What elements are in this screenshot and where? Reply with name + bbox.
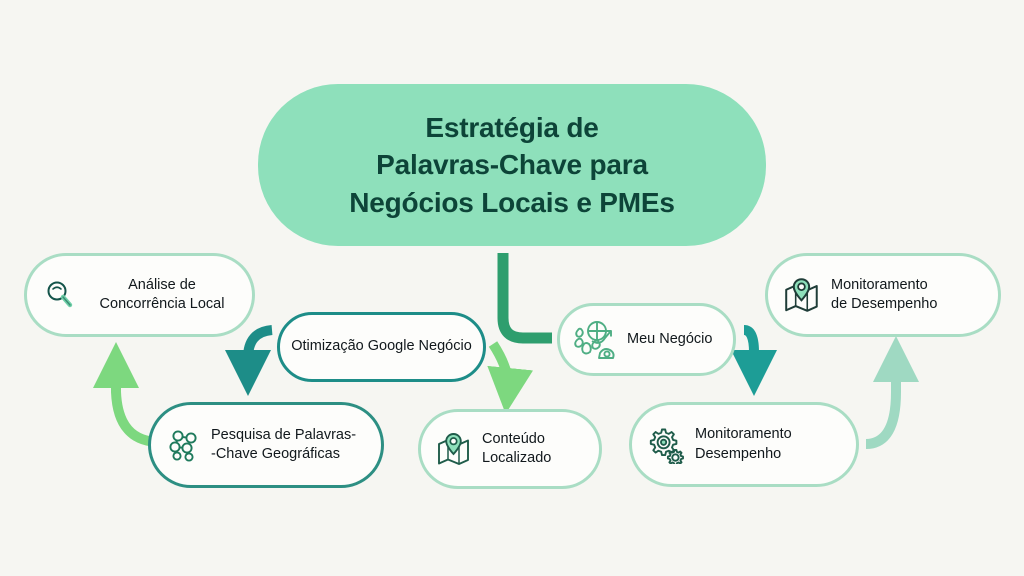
globe-growth-icon xyxy=(572,318,618,362)
connector-monitoramento-to-monitoramento-desempenho xyxy=(865,336,919,449)
map-pin-icon xyxy=(435,430,473,468)
connector-central-to-meu-negocio xyxy=(497,246,552,344)
gears-icon xyxy=(646,426,686,464)
node-label: Otimização Google Negócio xyxy=(291,338,472,355)
node-label: Pesquisa de Palavras- -Chave Geográficas xyxy=(211,426,357,462)
node-label: Monitoramento de Desempenho xyxy=(831,276,938,312)
node-otimizacao-google-negocio[interactable]: Otimização Google Negócio xyxy=(277,312,486,382)
node-pesquisa-palavras-chave-geograficas[interactable]: Pesquisa de Palavras- -Chave Geográficas xyxy=(148,402,384,488)
page-title: Estratégia de Palavras-Chave para Negóci… xyxy=(349,112,675,218)
connector-to-conteudo xyxy=(487,341,534,414)
node-label: Meu Negócio xyxy=(627,330,713,347)
molecule-icon xyxy=(166,427,202,463)
node-label: Conteúdo Localizado xyxy=(482,430,552,466)
node-meu-negocio[interactable]: Meu Negócio xyxy=(557,303,736,376)
magnifier-icon xyxy=(43,278,77,312)
connector-meu-negocio-to-monitoramento xyxy=(731,325,777,396)
node-monitoramento-desempenho[interactable]: Monitoramento Desempenho xyxy=(629,402,859,487)
connector-otimizacao-to-pesquisa xyxy=(225,325,273,396)
node-label: Monitoramento Desempenho xyxy=(695,426,792,462)
map-pin-icon xyxy=(782,275,822,315)
node-monitoramento-de-desempenho[interactable]: Monitoramento de Desempenho xyxy=(765,253,1001,337)
node-analise-concorrencia-local[interactable]: Análise de Concorrência Local xyxy=(24,253,255,337)
central-node[interactable]: Estratégia de Palavras-Chave para Negóci… xyxy=(258,84,766,246)
node-conteudo-localizado[interactable]: Conteúdo Localizado xyxy=(418,409,602,489)
node-label: Análise de Concorrência Local xyxy=(99,276,225,312)
